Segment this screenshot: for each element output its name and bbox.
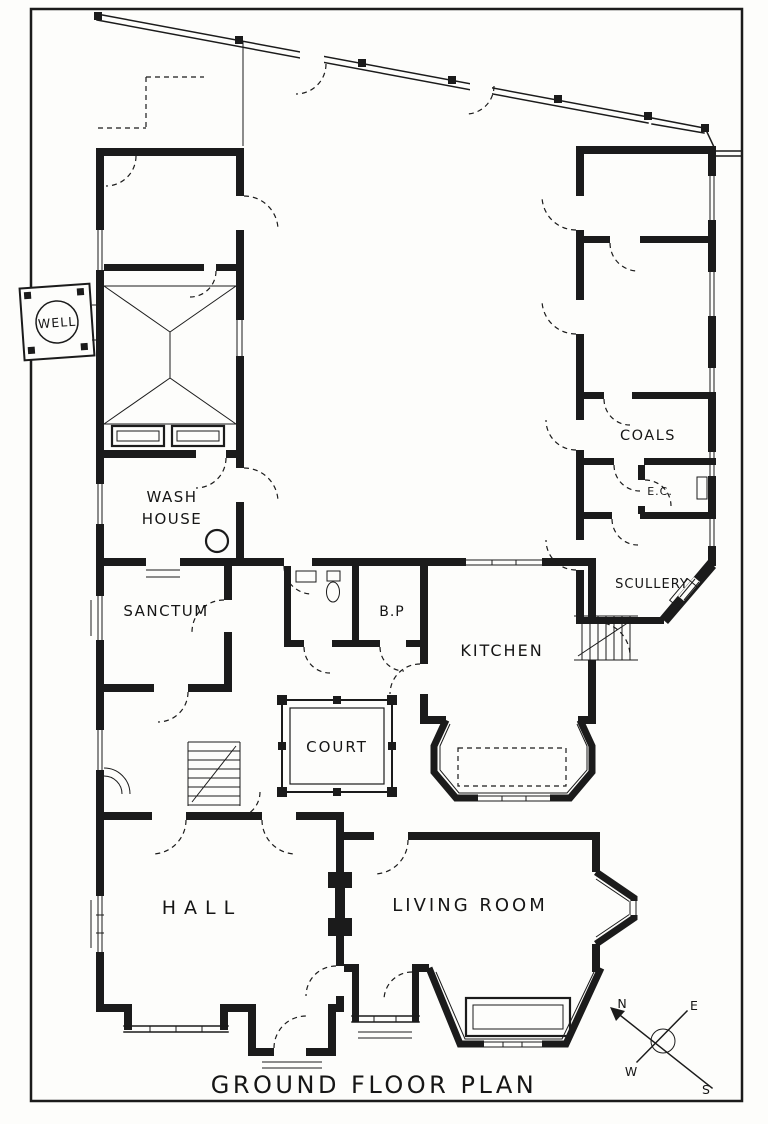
well-label: WELL xyxy=(37,314,76,332)
round-niche-arc xyxy=(103,767,131,795)
kitchen-room: KITCHEN xyxy=(389,566,631,803)
north-arrowhead xyxy=(610,1007,625,1021)
boot-place-label: B.P xyxy=(379,604,405,620)
door-swing-arc xyxy=(541,195,577,231)
kitchen-table-dashed xyxy=(457,747,567,787)
door-swing-arc xyxy=(541,299,577,335)
door-swing-arc xyxy=(383,971,413,1001)
basin-fixture xyxy=(295,570,317,583)
left-wing-outbuilding xyxy=(96,148,279,458)
door-swing-arc xyxy=(609,242,639,272)
wc-fixture xyxy=(326,581,340,603)
door-swing-arc xyxy=(545,419,577,451)
door-swing-arc xyxy=(189,270,217,298)
compass-north-label: N xyxy=(617,996,626,1011)
court-post xyxy=(277,695,287,705)
court-post xyxy=(277,787,287,797)
door-swing-arc xyxy=(157,691,189,723)
cistern-fixture xyxy=(326,570,341,582)
compass-east-label: E xyxy=(690,998,698,1013)
door-swing-arc xyxy=(261,819,297,855)
hall-label: HALL xyxy=(162,897,242,919)
well-circle xyxy=(35,300,79,344)
stair-flight-line xyxy=(191,745,237,803)
door-swing-arc xyxy=(195,457,227,489)
door-swing-arc xyxy=(595,621,631,657)
door-swing-arc xyxy=(613,464,641,492)
compass-rose: N E W S xyxy=(610,996,714,1097)
door-swing-arc xyxy=(273,1015,307,1049)
living-room-label: LIVING ROOM xyxy=(392,895,547,916)
main-staircase xyxy=(187,741,241,806)
wash-house: WASH HOUSE xyxy=(96,450,279,578)
vestibule-and-stair xyxy=(103,741,261,819)
wash-house-label-line2: HOUSE xyxy=(142,510,203,528)
door-swing-arc xyxy=(603,398,631,426)
compass-west-label: W xyxy=(625,1064,637,1079)
door-swing-arc xyxy=(373,839,409,875)
window-seat xyxy=(464,996,572,1038)
closet-fixture xyxy=(696,476,708,500)
court-post xyxy=(387,787,397,797)
door-swing-arc xyxy=(611,518,639,546)
roof-hip-line xyxy=(103,285,171,333)
west-exterior-wall xyxy=(90,148,104,1012)
north-south-line xyxy=(614,1010,714,1090)
door-swing-arc xyxy=(151,819,187,855)
garden-porch xyxy=(248,1004,336,1069)
scullery-label: SCULLERY xyxy=(615,577,689,592)
court-post xyxy=(333,696,341,704)
court-yard: COURT xyxy=(277,695,397,797)
court-post xyxy=(388,742,396,750)
copper-boiler xyxy=(204,528,230,554)
trough xyxy=(170,424,226,448)
drawing-title: GROUND FLOOR PLAN xyxy=(211,1071,537,1099)
east-west-line xyxy=(635,1009,689,1064)
door-swing-arc xyxy=(243,195,279,231)
court-post xyxy=(333,788,341,796)
border-frame xyxy=(29,7,744,1103)
door-swing-arc xyxy=(379,646,405,672)
living-room-bay xyxy=(425,966,605,1049)
door-swing-arc xyxy=(243,467,279,503)
kitchen-label: KITCHEN xyxy=(460,641,543,660)
door-swing-arc xyxy=(305,965,337,997)
gate-swing-arc xyxy=(465,85,495,115)
sanctum-label: SANCTUM xyxy=(123,602,208,620)
earth-closet-room: E.C. xyxy=(638,465,708,514)
roof-hip-line xyxy=(169,377,237,425)
wash-house-label-line1: WASH xyxy=(146,488,197,506)
roof-hip-line xyxy=(169,285,237,333)
compass-south-label: S xyxy=(702,1082,710,1097)
sanctum-room: SANCTUM xyxy=(96,566,232,723)
coals-room: COALS xyxy=(584,428,716,492)
door-swing-arc xyxy=(303,646,331,674)
court-post xyxy=(387,695,397,705)
door-swing-arc xyxy=(105,155,137,187)
trough xyxy=(110,424,166,448)
earth-closet-label: E.C. xyxy=(647,485,673,498)
coals-label: COALS xyxy=(620,428,676,444)
scullery-room: SCULLERY xyxy=(584,512,716,624)
roof-hip-line xyxy=(103,377,171,425)
door-swing-arc xyxy=(644,479,672,507)
veranda xyxy=(351,964,420,1039)
hall-room: HALL xyxy=(96,812,352,1033)
bay-window-wall xyxy=(425,966,605,1048)
gate-swing-arc xyxy=(295,63,327,95)
sink-fixture xyxy=(668,578,699,610)
garden-walls xyxy=(94,12,742,157)
middle-band: B.P xyxy=(244,558,596,674)
court-label: COURT xyxy=(306,738,368,756)
stair-flight-line xyxy=(577,619,633,657)
well-enclosure: WELL xyxy=(18,282,96,362)
court-post xyxy=(278,742,286,750)
compass-circle xyxy=(650,1028,676,1054)
living-room: LIVING ROOM xyxy=(344,832,638,972)
right-wing xyxy=(541,146,716,624)
